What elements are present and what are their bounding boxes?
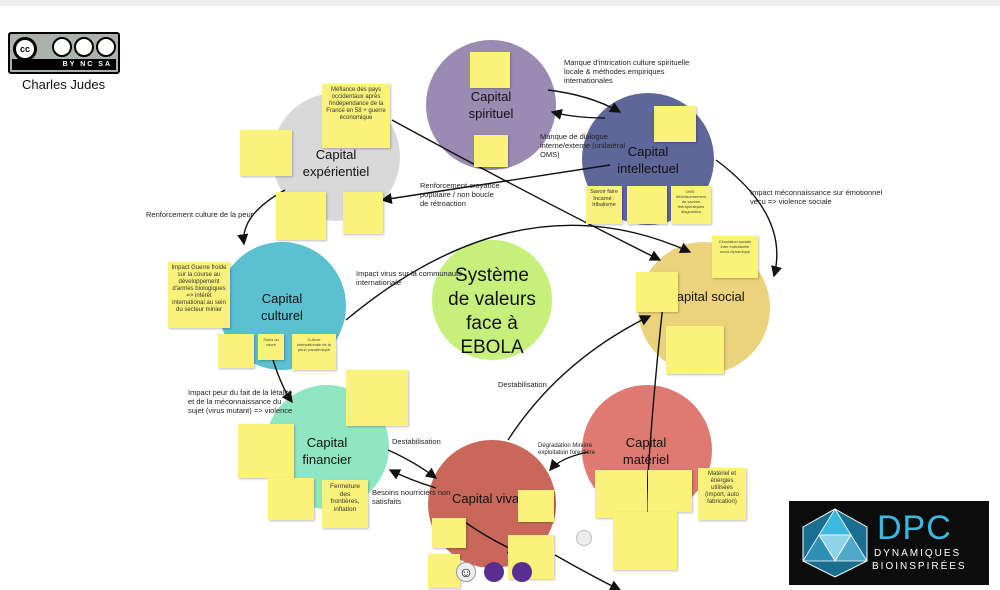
arrow-intellectuel-social [715, 159, 782, 278]
sticky-note[interactable] [666, 326, 724, 374]
clipboard-icon[interactable] [484, 562, 504, 582]
dpc-title: DPC [877, 509, 952, 547]
dpc-logo: DPC DYNAMIQUES BIOINSPIRÉES [789, 501, 989, 585]
sticky-note[interactable] [627, 186, 667, 224]
sticky-note-financier-1[interactable]: Fermeture des frontières, inflation [322, 480, 368, 528]
noncommercial-icon [74, 37, 94, 57]
sticky-note-culturel-3[interactable]: Culture internationale de la peur/ pandé… [292, 334, 336, 370]
sticky-note[interactable] [218, 334, 254, 368]
sticky-note[interactable] [343, 192, 383, 234]
sticky-note[interactable] [276, 192, 326, 240]
sticky-note[interactable] [470, 52, 510, 88]
sticky-note-intel-1[interactable]: Savoir faire Incarné : tribalisme [586, 186, 622, 224]
capital-experientiel-title: Capital expérientiel [302, 147, 370, 179]
sticky-note[interactable] [518, 490, 554, 522]
author-name: Charles Judes [22, 77, 106, 92]
label-destabilisation-2: Destabilisation [392, 437, 441, 446]
label-degradation: Dégradation Minière exploitation foresti… [538, 443, 596, 456]
sticky-note-experientiel-top[interactable]: Méfiance des pays occidentaux après l'in… [322, 84, 390, 148]
label-dialogue: Manque de dialogue interne/externe (unil… [540, 132, 626, 159]
capital-spirituel-title: Capital spirituel [468, 89, 514, 121]
label-impact-peur: Impact peur du fait de la létalité et de… [188, 388, 293, 415]
label-impact-virus: Impact virus sur la communauté internati… [356, 269, 463, 287]
label-destabilisation-1: Destabilisation [498, 380, 547, 389]
label-culture-peur: Renforcement culture de la peur [146, 210, 254, 219]
license-strip: BY NC SA [12, 59, 116, 70]
sticky-note-social-1[interactable]: Circulation sociale inter individuelle s… [712, 236, 758, 278]
arrow-vivant-bottom [554, 554, 622, 590]
arrow-spirituel-intellectuel [547, 89, 622, 113]
cc-license-badge: cc BY NC SA [8, 32, 120, 74]
top-toolbar-strip [0, 0, 1000, 6]
arrow-culturel-social [345, 224, 692, 321]
sticky-note[interactable] [636, 272, 678, 312]
sticky-note[interactable] [474, 135, 508, 167]
arrow-intellectuel-spirituel [550, 109, 606, 120]
sticky-note-culturel-2[interactable]: Soins du sacré [258, 334, 284, 360]
sticky-note[interactable] [238, 424, 294, 478]
sticky-note[interactable] [654, 106, 696, 142]
dpc-line1: DYNAMIQUES [874, 548, 962, 559]
capital-materiel-title: Capital matériel [622, 435, 670, 467]
label-meconnaissance: Impact méconnaissance sur émotionnel véc… [750, 188, 883, 206]
arrow-financier-vivant [387, 449, 438, 479]
arrow-intellectuel-experientiel [380, 164, 611, 205]
sticky-note[interactable] [268, 478, 314, 520]
sticky-note[interactable] [428, 554, 460, 588]
sticky-note[interactable] [595, 470, 647, 518]
attribution-icon [52, 37, 72, 57]
capital-social-title: Capital social [667, 289, 745, 304]
sharealike-icon [96, 37, 116, 57]
capital-vivant-title: Capital vivant [451, 491, 531, 506]
menu-icon[interactable] [576, 530, 592, 546]
sticky-note[interactable] [346, 370, 408, 426]
capital-financier-title: Capital financier [302, 435, 352, 467]
sticky-note[interactable] [648, 470, 692, 512]
arrow-materiel-vivant [549, 451, 589, 472]
dpc-mesh-icon [802, 508, 868, 578]
clipboard-icon[interactable] [512, 562, 532, 582]
sticky-note[interactable] [432, 518, 466, 548]
sticky-note[interactable] [613, 512, 677, 570]
label-intrication: Manque d'intrication culture spirituelle… [564, 58, 690, 85]
central-system-circle[interactable] [432, 240, 552, 360]
arrow-experientiel-social [391, 119, 662, 261]
sticky-note-intel-2[interactable]: OMS : décloisonnement de savoirs thérape… [671, 186, 711, 224]
arrow-vivant-financier [388, 469, 437, 489]
sticky-note-materiel-1[interactable]: Matériel et énergies utilisées (import, … [698, 468, 746, 520]
arrow-vivant-social [507, 315, 652, 441]
smiley-icon[interactable]: ☺ [456, 562, 476, 582]
sticky-note[interactable] [240, 130, 292, 176]
label-croyance: Renforcement croyance populaire / non bo… [420, 181, 500, 208]
label-besoins: Besoins nourriciers non satisfaits [372, 488, 451, 506]
capital-culturel-title: Capital culturel [261, 291, 303, 323]
sticky-note-culturel-1[interactable]: Impact Guerre froide sur la course au dé… [168, 262, 230, 328]
dpc-line2: BIOINSPIRÉES [872, 561, 967, 572]
central-system-title: Système de valeurs face à EBOLA [448, 265, 536, 358]
capital-intellectuel-title: Capital intellectuel [617, 144, 679, 176]
